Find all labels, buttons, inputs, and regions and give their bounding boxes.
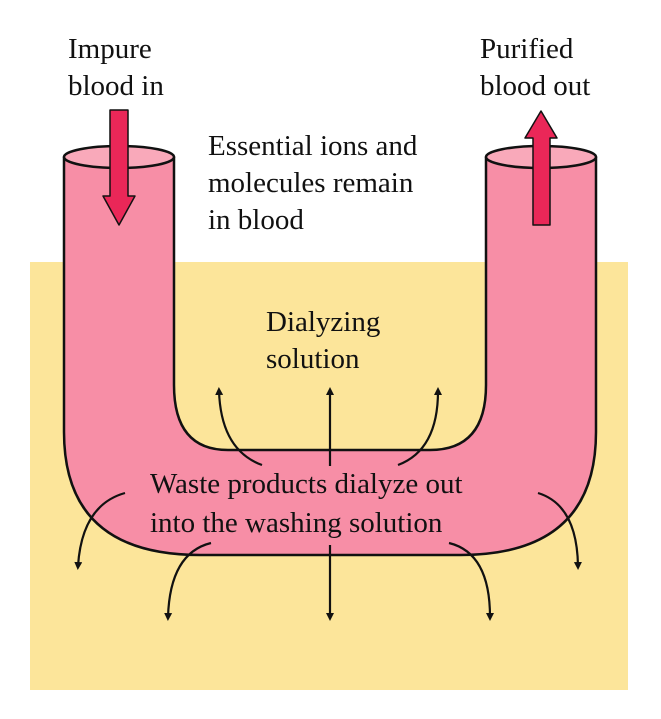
diffusion-arrow-out-right — [537, 491, 582, 570]
diffusion-arrow-down-right — [448, 541, 494, 621]
diffusion-arrow-out-left — [74, 491, 126, 570]
label-purified-blood-out: Purified blood out — [480, 33, 590, 102]
label-impure-blood-in: Impure blood in — [68, 33, 164, 102]
diffusion-arrow-up-left — [215, 387, 263, 467]
blood-in-arrow — [102, 109, 136, 226]
dialysis-tube — [62, 155, 598, 557]
label-dialyzing-solution: Dialyzing solution — [266, 306, 388, 375]
label-essential-ions: Essential ions and molecules remain in b… — [208, 130, 425, 236]
diffusion-arrow-up-right — [397, 387, 442, 467]
blood-out-arrow — [524, 110, 558, 226]
label-waste-products: Waste products dialyze out into the wash… — [150, 468, 470, 539]
diffusion-arrow-down-left — [164, 541, 212, 621]
